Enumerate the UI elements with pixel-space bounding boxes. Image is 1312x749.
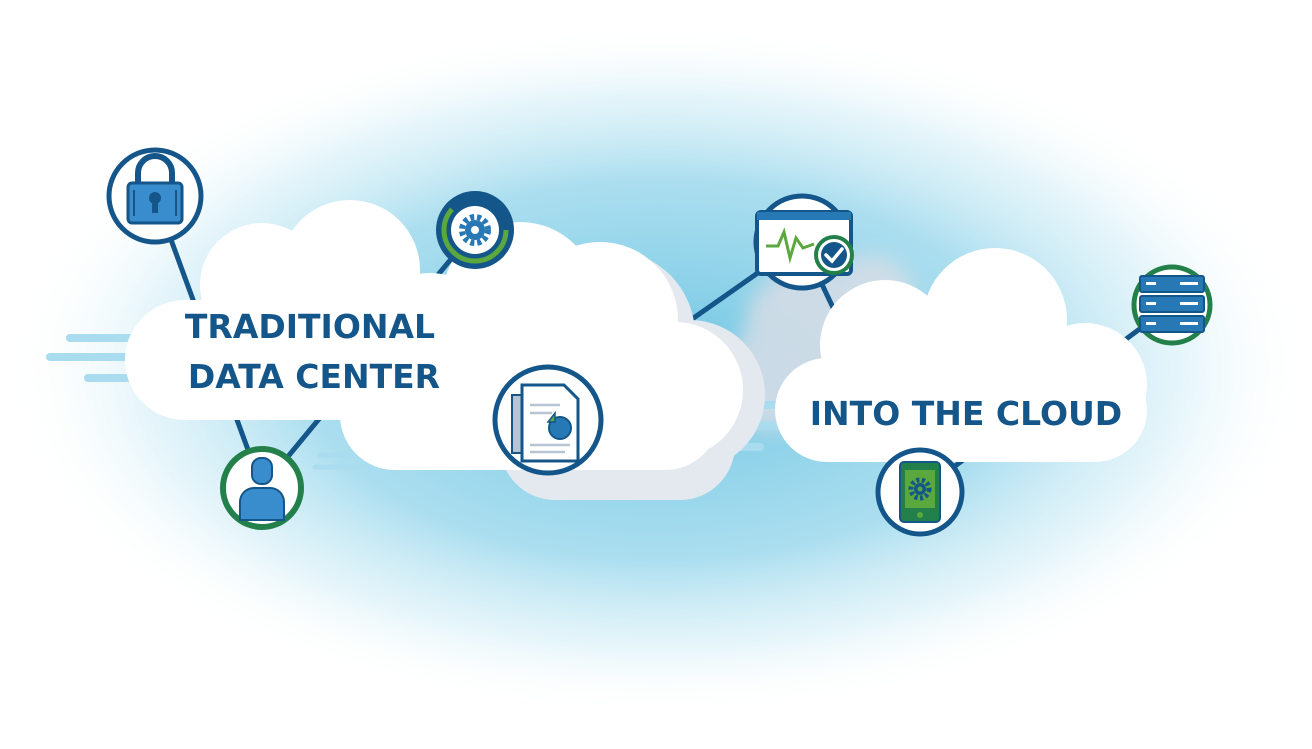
padlock-icon <box>126 153 184 225</box>
user-icon <box>239 457 285 521</box>
node-mobile <box>875 447 965 537</box>
monitor-check-icon <box>755 210 854 276</box>
node-lock <box>106 147 204 245</box>
node-user <box>220 446 304 530</box>
document-chart-icon <box>511 383 580 463</box>
server-stack-icon <box>1139 275 1205 333</box>
gear-icon <box>459 214 491 246</box>
label-into-the-cloud: INTO THE CLOUD <box>810 394 1122 433</box>
mobile-gear-icon <box>899 461 941 523</box>
cloud-destination <box>775 248 1147 462</box>
node-report <box>492 364 604 476</box>
node-gear <box>436 191 514 269</box>
label-traditional-line2: DATA CENTER <box>188 357 440 396</box>
node-server <box>1131 264 1213 346</box>
label-traditional-line1: TRADITIONAL <box>185 307 435 346</box>
node-monitor <box>753 193 854 291</box>
